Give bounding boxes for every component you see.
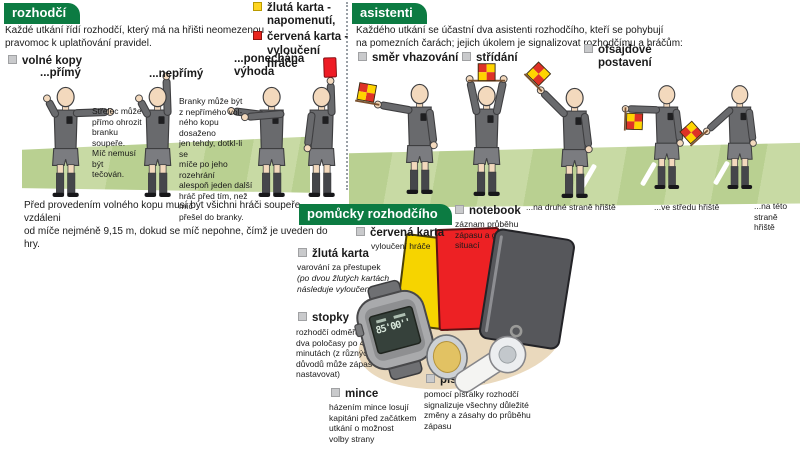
coin-illustration [422, 331, 471, 384]
offside-near-caption: ...na této straně hřiště [754, 201, 788, 233]
assistant-figure-offside-middle [603, 50, 719, 196]
offside-far-caption: ...na druhé straně hřiště [526, 202, 616, 212]
section-divider [346, 2, 348, 190]
offside-mid-caption: ...ve středu hřiště [654, 202, 720, 212]
referee-figure-indirect-free-kick [90, 50, 213, 204]
bullet-icon [462, 52, 471, 61]
free-kicks-label: volné kopy [8, 55, 82, 68]
red-card-icon [253, 31, 262, 41]
referee-section-title: rozhodčí [4, 3, 81, 25]
assistants-intro: Každého utkání se účastní dva asistenti … [356, 25, 683, 49]
assistants-section-title: asistenti [352, 3, 427, 25]
tool-red-card-label: červená karta [356, 227, 444, 240]
bullet-icon [358, 52, 367, 61]
bullet-icon [455, 205, 464, 214]
stopwatch-icon [354, 279, 434, 381]
coin-icon [426, 334, 468, 380]
tool-red-card-desc: vyloučení hráče [371, 241, 431, 251]
throw-in-label: směr vhazování [358, 52, 458, 65]
tool-whistle-desc: pomocí píšťalky rozhodčí signalizuje vše… [424, 389, 531, 431]
bullet-icon [426, 374, 435, 383]
direct-free-kick-text: Střelec může přímo ohrozit branku soupeř… [92, 106, 142, 180]
tool-yellow-card-desc: varování za přestupek [297, 262, 381, 272]
free-kick-footer: Před provedením volného kopu musí být vš… [24, 200, 328, 250]
tool-stopwatch-label: stopky [298, 312, 349, 325]
advantage-label: ...ponechána výhoda [234, 53, 305, 79]
tool-yellow-card-note: (po dvou žlutých kartách následuje vylou… [297, 273, 390, 294]
bullet-icon [298, 312, 307, 321]
bullet-icon [356, 227, 365, 236]
bullet-icon [8, 55, 17, 64]
tool-notebook-label: notebook [455, 205, 521, 218]
assistant-figure-offside-far [507, 51, 630, 205]
tool-coin-label: mince [331, 388, 378, 401]
assistant-figure-substitution [419, 49, 542, 203]
tool-yellow-card-label: žlutá karta [298, 248, 369, 261]
direct-free-kick-label: ...přímý [40, 67, 81, 79]
substitution-label: střídání [462, 52, 518, 65]
referee-figure-red-card [254, 50, 377, 204]
bullet-icon [584, 44, 593, 53]
whistle-icon [454, 324, 527, 393]
yellow-card-icon [253, 2, 262, 11]
referee-figure-direct-free-kick [0, 50, 121, 204]
whistle-illustration [446, 322, 550, 402]
offside-label: ofsajdové postavení [584, 44, 652, 70]
indirect-free-kick-label: ...nepřímý [149, 68, 204, 80]
tools-section-title: pomůcky rozhodčího [299, 204, 452, 226]
referee-intro: Každé utkání řídí rozhodčí, který má na … [5, 25, 265, 49]
referee-figure-advantage [204, 50, 327, 204]
indirect-free-kick-text: Branky může být z nepřímého vol- ného ko… [179, 96, 253, 222]
legend-yellow-card: žlutá karta - napomenutí, [253, 2, 353, 28]
cards-legend: žlutá karta - napomenutí, červená karta … [253, 2, 353, 71]
legend-red-card: červená karta - vyloučení hráče [253, 31, 353, 71]
assistant-figure-offside-near [676, 50, 792, 196]
stopwatch-illustration: 85'00'' [341, 272, 449, 389]
tool-coin-desc: házením mince losují kapitáni před začát… [329, 402, 417, 444]
bullet-icon [298, 248, 307, 257]
assistant-figure-throw-in [352, 47, 475, 201]
bullet-icon [331, 388, 340, 397]
